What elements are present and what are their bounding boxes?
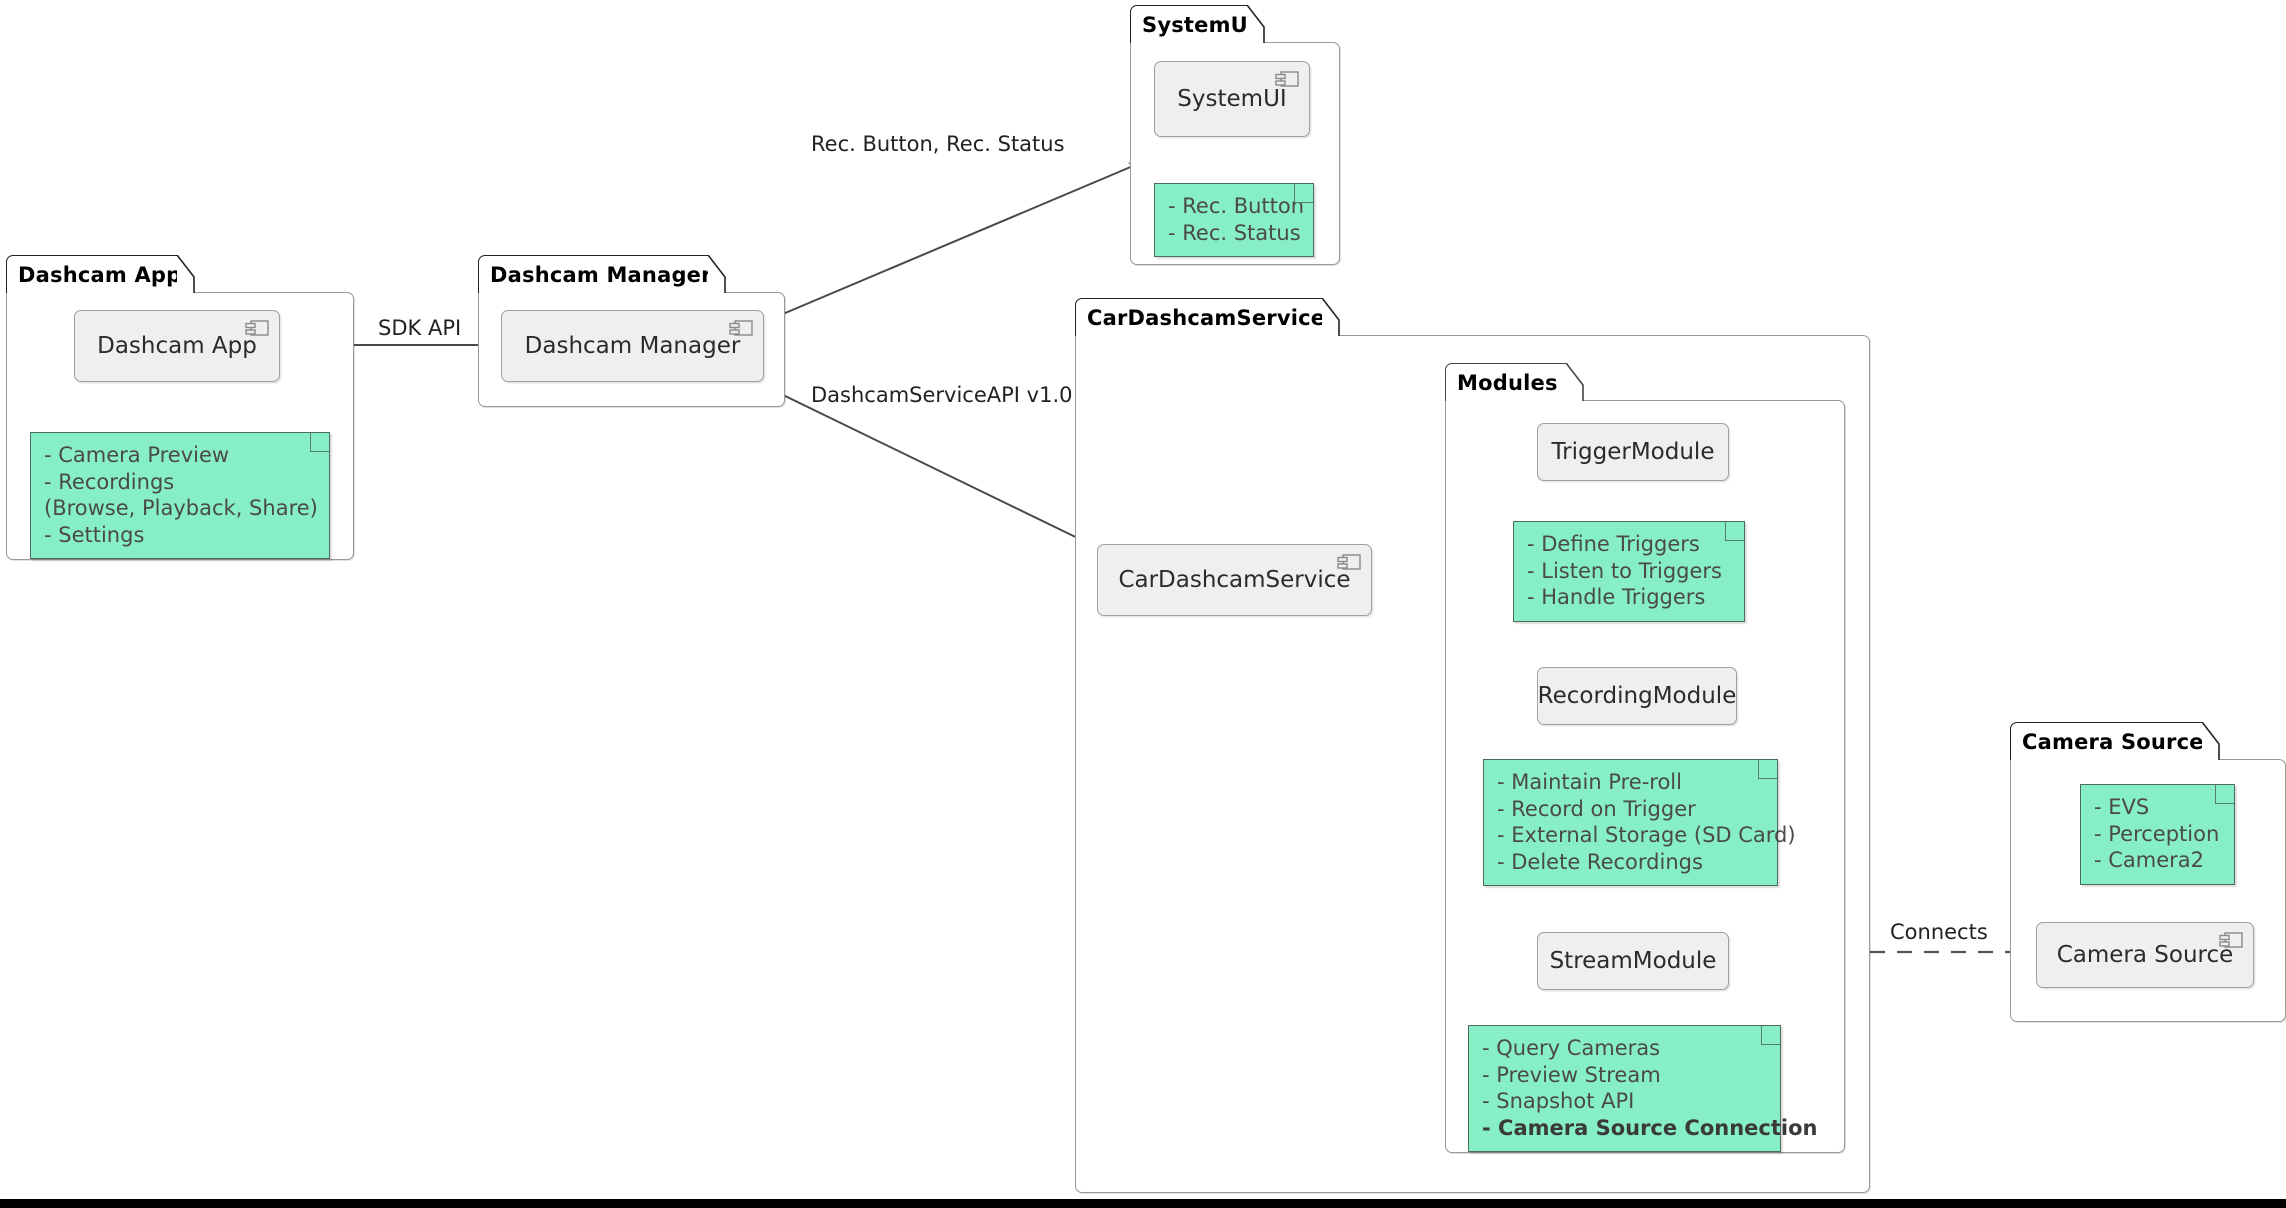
bottom-bar (0, 1199, 2286, 1208)
component-camera-source[interactable]: Camera Source (2036, 922, 2254, 988)
note-fold-icon (1761, 1025, 1781, 1045)
edge-label-dashcamserviceapi: DashcamServiceAPI v1.0 (811, 383, 1073, 407)
component-recording-module[interactable]: RecordingModule (1537, 667, 1737, 725)
package-tab-dashcam-app: Dashcam App (6, 255, 182, 293)
note-line: - Camera Source Connection (1482, 1115, 1818, 1140)
note-line: - Recordings (44, 469, 175, 494)
note-line: - Maintain Pre-roll (1497, 770, 1682, 794)
note-line: - Handle Triggers (1527, 585, 1706, 610)
note-line: (Browse, Playback, Share) (44, 496, 318, 521)
note-line: - Camera2 (2094, 848, 2205, 873)
component-system-ui[interactable]: SystemUI (1154, 61, 1310, 137)
note-line: - External Storage (SD Card) (1497, 823, 1796, 848)
uml-component-icon (729, 320, 753, 336)
note-fold-icon (2215, 784, 2235, 804)
note-line: - Snapshot API (1482, 1089, 1635, 1114)
package-car-dashcam-service: CarDashcamService CarDashcamService Modu… (1075, 298, 1870, 1193)
note-recording-module: - Maintain Pre-roll - Record on Trigger … (1483, 759, 1796, 887)
edge-label-connects: Connects (1890, 920, 1988, 944)
package-camera-source: Camera Source - EVS - Perception - Camer… (2010, 722, 2286, 1022)
uml-component-icon (245, 320, 269, 336)
package-title-modules: Modules (1457, 370, 1558, 395)
component-stream-module[interactable]: StreamModule (1537, 932, 1729, 990)
component-label-trigger-module: TriggerModule (1551, 439, 1715, 465)
package-tab-system-ui: SystemUI (1130, 5, 1256, 43)
package-title-car-dashcam-service: CarDashcamService (1087, 305, 1326, 330)
note-line: - Camera Preview (44, 443, 230, 467)
component-label-recording-module: RecordingModule (1537, 683, 1737, 709)
component-label-camera-source: Camera Source (2056, 942, 2234, 968)
note-line: - EVS (2094, 795, 2150, 819)
package-tab-dashcam-manager: Dashcam Manager (478, 255, 712, 293)
package-tab-skew-car-dashcam-service (1322, 298, 1340, 336)
note-camera-source: - EVS - Perception - Camera2 (2080, 784, 2235, 885)
package-tab-skew-dashcam-manager (708, 255, 726, 293)
package-dashcam-manager: Dashcam Manager Dashcam Manager (478, 255, 785, 407)
note-line: - Rec. Status (1168, 220, 1301, 245)
component-dashcam-app[interactable]: Dashcam App (74, 310, 280, 382)
package-tab-skew-dashcam-app (177, 255, 195, 293)
package-title-dashcam-app: Dashcam App (18, 262, 182, 287)
package-title-dashcam-manager: Dashcam Manager (490, 262, 712, 287)
edge-label-sdk-api: SDK API (378, 316, 462, 340)
note-line: - Rec. Button (1168, 194, 1305, 218)
note-dashcam-app: - Camera Preview - Recordings (Browse, P… (30, 432, 330, 560)
package-tab-skew-camera-source (2202, 722, 2220, 760)
component-label-system-ui: SystemUI (1177, 86, 1287, 112)
component-label-dashcam-app: Dashcam App (97, 333, 257, 359)
note-trigger-module: - Define Triggers - Listen to Triggers -… (1513, 521, 1745, 622)
note-fold-icon (1758, 759, 1778, 779)
note-fold-icon (310, 432, 330, 452)
package-dashcam-app: Dashcam App Dashcam App - Camera Preview… (6, 255, 354, 560)
package-title-camera-source: Camera Source (2022, 729, 2204, 754)
component-label-dashcam-manager: Dashcam Manager (524, 333, 741, 359)
note-line: - Record on Trigger (1497, 796, 1696, 821)
note-line: - Define Triggers (1527, 532, 1700, 556)
note-system-ui: - Rec. Button - Rec. Status (1154, 183, 1314, 258)
note-fold-icon (1294, 183, 1314, 203)
package-title-system-ui: SystemUI (1142, 12, 1256, 37)
component-trigger-module[interactable]: TriggerModule (1537, 423, 1729, 481)
note-line: - Perception (2094, 821, 2220, 846)
edge-label-rec-button-status: Rec. Button, Rec. Status (811, 132, 1065, 156)
package-modules: Modules TriggerModule - Define Triggers … (1445, 363, 1845, 1153)
component-car-dashcam-service[interactable]: CarDashcamService (1097, 544, 1372, 616)
uml-component-icon (2219, 932, 2243, 948)
package-system-ui: SystemUI SystemUI - Rec. Button - Rec. S… (1130, 5, 1340, 265)
note-line: - Preview Stream (1482, 1062, 1661, 1087)
note-line: - Query Cameras (1482, 1036, 1661, 1060)
note-line: - Settings (44, 522, 145, 547)
component-label-stream-module: StreamModule (1549, 948, 1717, 974)
uml-component-icon (1337, 554, 1361, 570)
package-tab-skew-system-ui (1247, 5, 1265, 43)
note-stream-module: - Query Cameras - Preview Stream - Snaps… (1468, 1025, 1818, 1153)
component-dashcam-manager[interactable]: Dashcam Manager (501, 310, 764, 382)
package-tab-camera-source: Camera Source (2010, 722, 2204, 760)
package-tab-skew-modules (1566, 363, 1584, 401)
package-tab-car-dashcam-service: CarDashcamService (1075, 298, 1326, 336)
note-line: - Listen to Triggers (1527, 558, 1722, 583)
note-fold-icon (1725, 521, 1745, 541)
package-tab-modules: Modules (1445, 363, 1567, 401)
note-line: - Delete Recordings (1497, 849, 1703, 874)
uml-component-icon (1275, 71, 1299, 87)
component-label-car-dashcam-service: CarDashcamService (1118, 567, 1351, 593)
